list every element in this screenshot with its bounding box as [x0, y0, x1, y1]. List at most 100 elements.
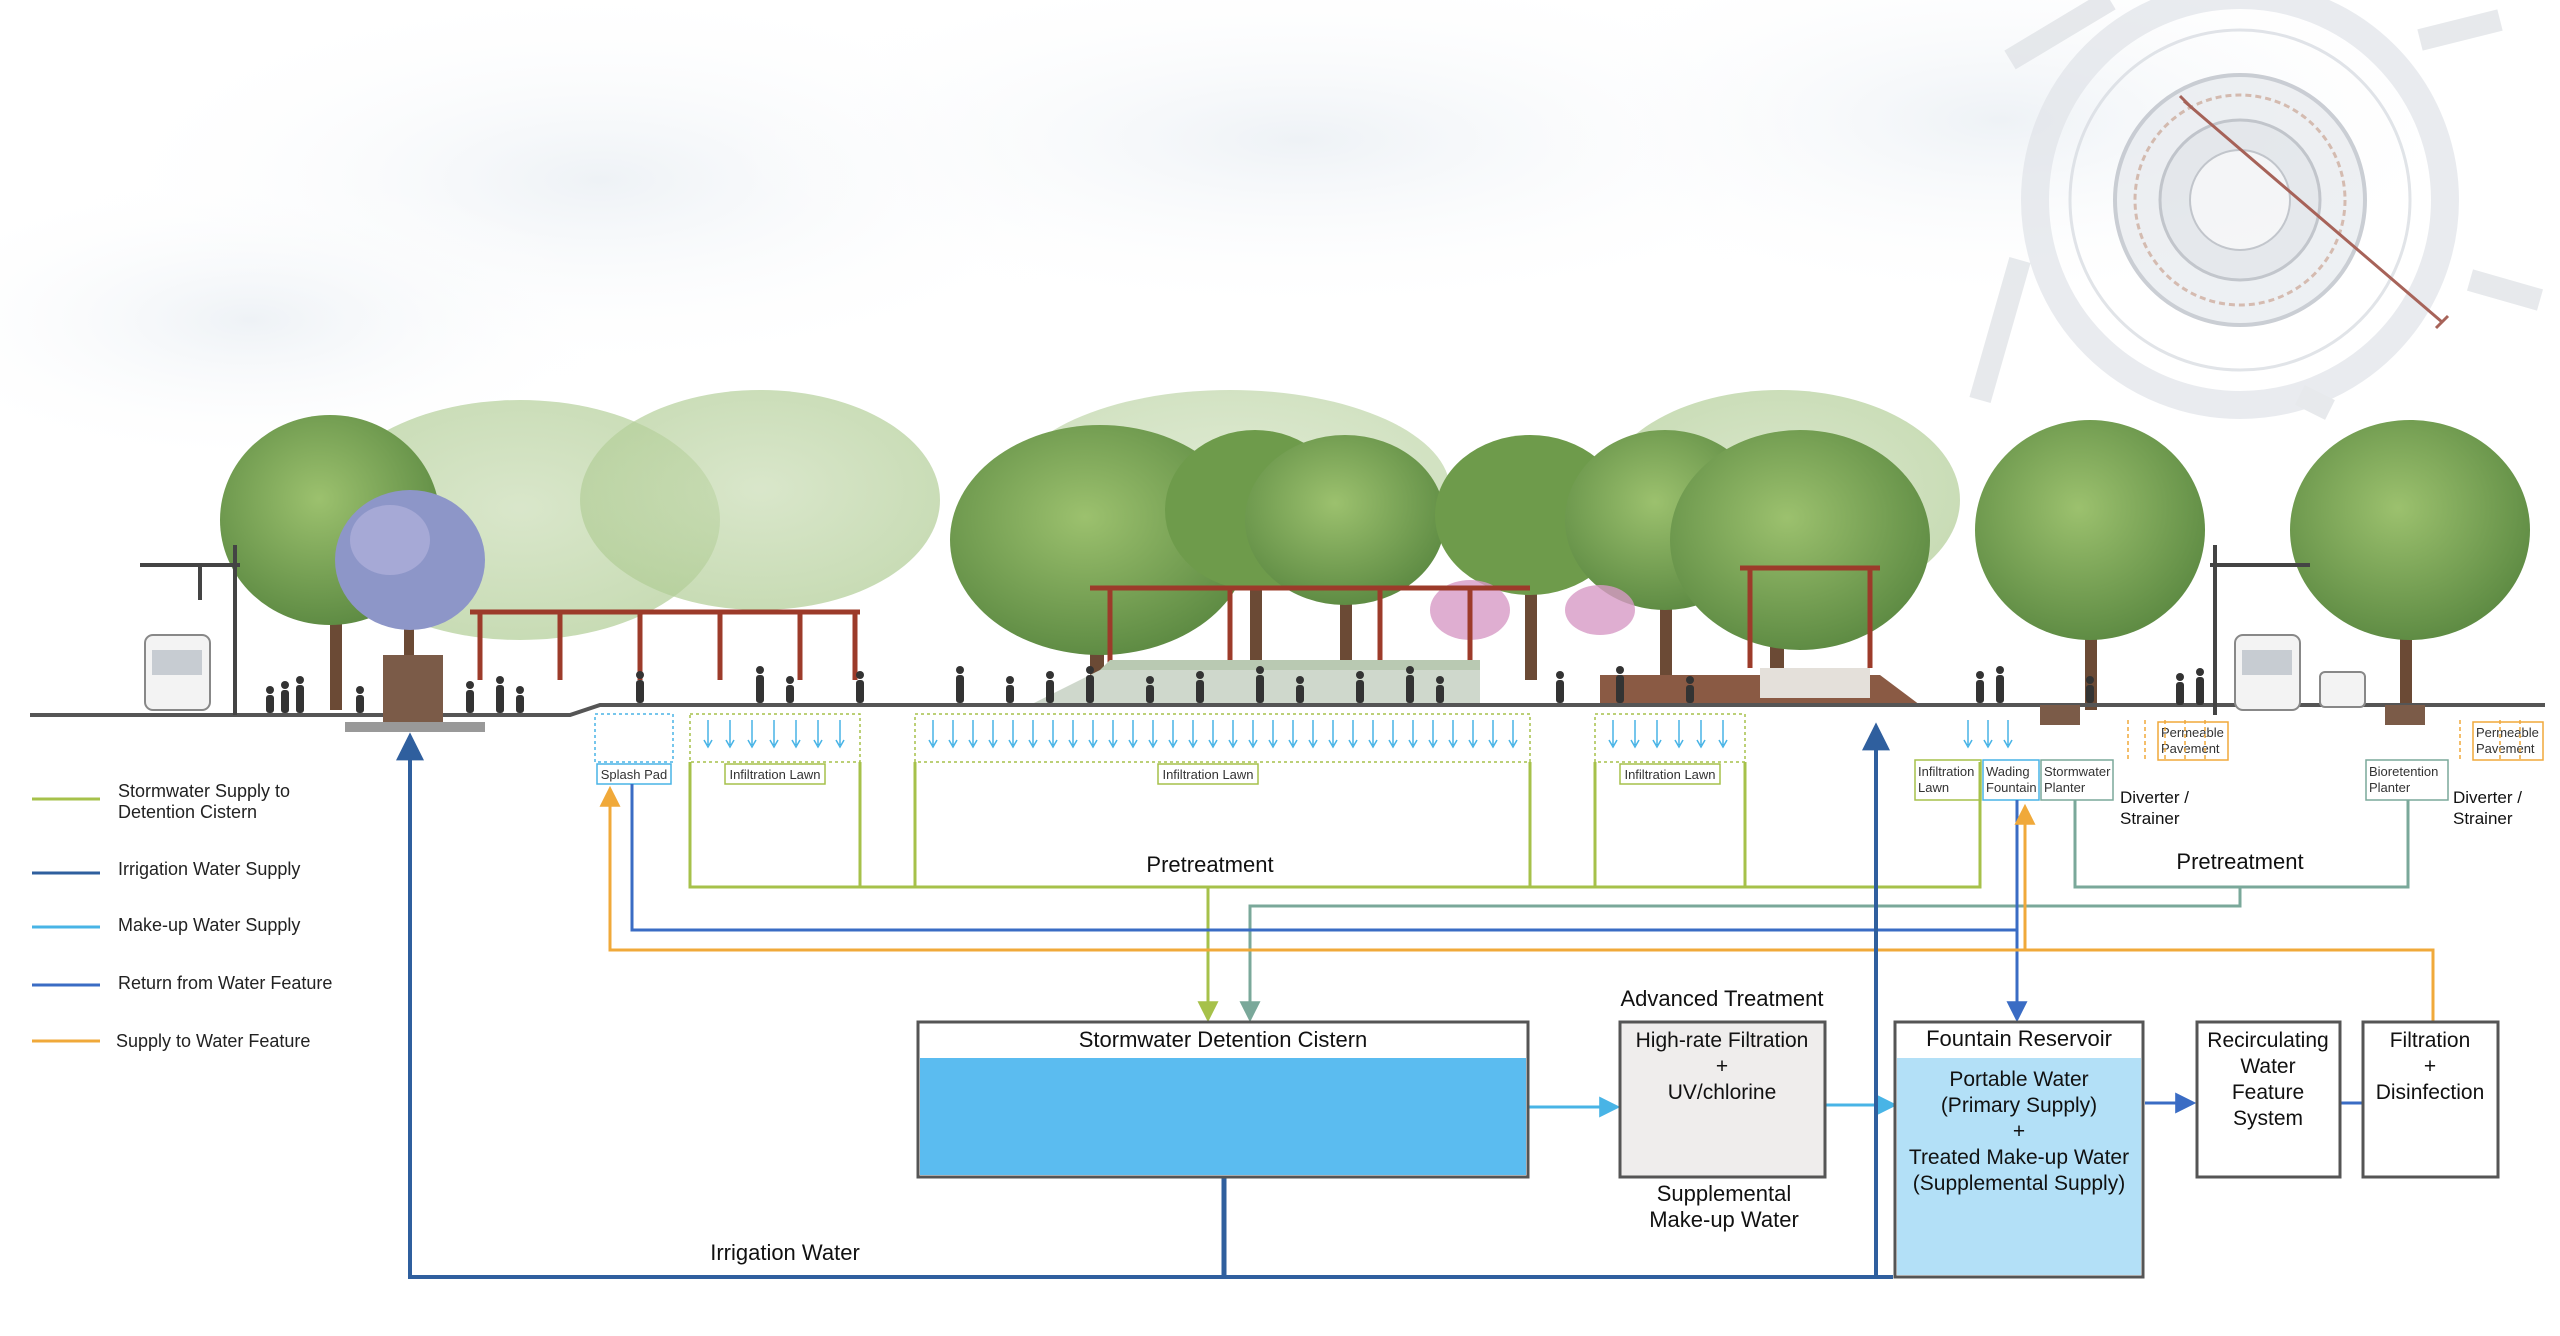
- cistern-title: Stormwater Detention Cistern: [1079, 1027, 1368, 1052]
- person-head: [1146, 676, 1154, 684]
- site-plan-key: [1969, 0, 2544, 420]
- person-head: [1196, 671, 1204, 679]
- person-body: [466, 690, 474, 713]
- infiltration-arrow: [1718, 720, 1728, 749]
- reservoir-l3: +: [2013, 1120, 2025, 1143]
- person-body: [516, 695, 524, 713]
- amphitheater-steps: [1030, 660, 1920, 705]
- person-head: [496, 676, 504, 684]
- infiltration-arrow: [1963, 720, 1973, 749]
- person-head: [466, 681, 474, 689]
- filtration-l1: High-rate Filtration: [1636, 1029, 1809, 1052]
- person-body: [1146, 685, 1154, 703]
- person-body: [496, 685, 504, 713]
- infiltration-lawn-3-box: [1619, 763, 1721, 785]
- ground-section: [30, 655, 2545, 732]
- person-body: [1296, 685, 1304, 703]
- diverter-strainer-2-l1: Diverter /: [2453, 788, 2522, 807]
- stormwater-planter-l2: Planter: [2044, 780, 2086, 795]
- recirc-l1: Recirculating: [2207, 1029, 2328, 1052]
- infiltration-arrow: [1408, 720, 1418, 749]
- infiltration-arrow: [1148, 720, 1158, 749]
- person-head: [2176, 673, 2184, 681]
- infiltration-arrow: [2003, 720, 2013, 749]
- cistern-box: Stormwater Detention Cistern: [916, 1020, 1530, 1179]
- person-head: [1556, 671, 1564, 679]
- infiltration-arrow: [1696, 720, 1706, 749]
- permeable-pavement-2-l2: Pavement: [2476, 741, 2535, 756]
- diverter-strainer-1-l1: Diverter /: [2120, 788, 2189, 807]
- person-head: [281, 681, 289, 689]
- person-head: [1616, 666, 1624, 674]
- person-body: [1616, 675, 1624, 703]
- reservoir-l1: Portable Water: [1949, 1068, 2088, 1091]
- people-silhouettes: [266, 666, 2204, 713]
- person-head: [1046, 671, 1054, 679]
- person-body: [956, 675, 964, 703]
- infiltration-arrow: [835, 720, 845, 749]
- flow-labels: Pretreatment Pretreatment Advanced Treat…: [710, 849, 2303, 1265]
- person-body: [1406, 675, 1414, 703]
- person-body: [2196, 677, 2204, 705]
- infiltration-arrow: [725, 720, 735, 749]
- person-body: [296, 685, 304, 713]
- recirc-l3: Feature: [2232, 1081, 2304, 1104]
- infiltration-arrow: [948, 720, 958, 749]
- infiltration-arrow: [1448, 720, 1458, 749]
- person-body: [1556, 680, 1564, 703]
- person-body: [1356, 680, 1364, 703]
- person-head: [1296, 676, 1304, 684]
- recirculating-box: Recirculating Water Feature System: [2195, 1020, 2342, 1179]
- recirc-l4: System: [2233, 1107, 2303, 1130]
- infiltration-arrow: [1228, 720, 1238, 749]
- person-body: [1086, 675, 1094, 703]
- infiltration-arrow: [703, 720, 713, 749]
- legend-stormwater-l1: Stormwater Supply to: [118, 781, 290, 801]
- person-head: [636, 671, 644, 679]
- splash-pad-label: Splash Pad: [596, 763, 672, 785]
- legend-supply: Supply to Water Feature: [116, 1031, 310, 1051]
- person-body: [1996, 675, 2004, 703]
- person-head: [1976, 671, 1984, 679]
- person-body: [636, 680, 644, 703]
- person-body: [756, 675, 764, 703]
- person-body: [786, 685, 794, 703]
- zones: Splash Pad Infiltration Lawn Infiltratio…: [594, 713, 2544, 828]
- person-head: [1686, 676, 1694, 684]
- pergolas: [470, 565, 1880, 680]
- person-head: [1996, 666, 2004, 674]
- infiltration-arrows: [703, 720, 2013, 749]
- svg-text:Splash Pad: Splash Pad: [601, 767, 668, 782]
- person-body: [1976, 680, 1984, 703]
- pretreatment-label-1: Pretreatment: [1146, 852, 1273, 877]
- filtration-box: High-rate Filtration + UV/chlorine: [1618, 1020, 1827, 1179]
- reservoir-box: Fountain Reservoir Portable Water (Prima…: [1893, 1020, 2145, 1279]
- advanced-treatment-label: Advanced Treatment: [1620, 986, 1823, 1011]
- pretreatment-label-2: Pretreatment: [2176, 849, 2303, 874]
- wading-fountain-l2: Fountain: [1986, 780, 2037, 795]
- disinfect-l2: +: [2424, 1055, 2436, 1078]
- infiltration-arrow: [1048, 720, 1058, 749]
- infiltration-arrow: [1428, 720, 1438, 749]
- infiltration-arrow: [1368, 720, 1378, 749]
- infiltration-arrow: [1248, 720, 1258, 749]
- irrigation-water-label: Irrigation Water: [710, 1240, 860, 1265]
- infiltration-arrow: [769, 720, 779, 749]
- reservoir-l4: Treated Make-up Water: [1909, 1146, 2129, 1169]
- infiltration-arrow: [1088, 720, 1098, 749]
- infiltration-arrow: [1208, 720, 1218, 749]
- filtration-l2: +: [1716, 1055, 1728, 1078]
- person-body: [1686, 685, 1694, 703]
- infiltration-arrow: [1168, 720, 1178, 749]
- person-body: [1196, 680, 1204, 703]
- wading-fountain-l1: Wading: [1986, 764, 2030, 779]
- infiltration-arrow: [1268, 720, 1278, 749]
- infiltration-arrow: [1388, 720, 1398, 749]
- infiltration-lawn-1-box: [724, 763, 826, 785]
- person-head: [1086, 666, 1094, 674]
- infiltration-lawn-small-l1: Infiltration: [1918, 764, 1974, 779]
- reservoir-l5: (Supplemental Supply): [1913, 1172, 2125, 1195]
- person-head: [266, 686, 274, 694]
- person-head: [1356, 671, 1364, 679]
- disinfect-l1: Filtration: [2390, 1029, 2471, 1052]
